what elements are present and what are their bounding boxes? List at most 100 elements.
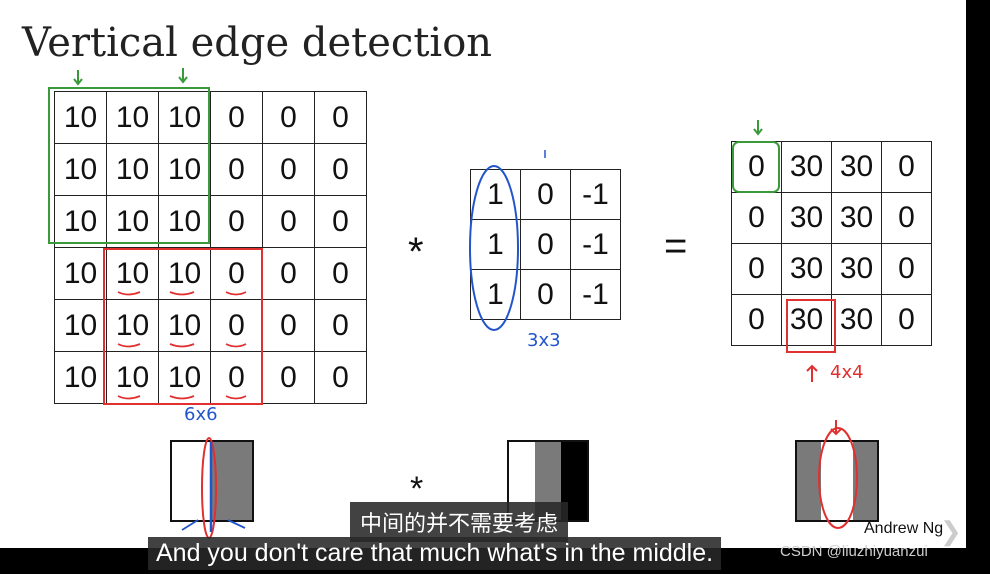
matrix-cell: 0 bbox=[314, 351, 367, 404]
green-arrow-icon bbox=[178, 68, 188, 84]
matrix-cell: -1 bbox=[570, 269, 621, 320]
matrix-cell: 0 bbox=[314, 143, 367, 196]
input-size-note: 6x6 bbox=[184, 404, 218, 425]
matrix-cell: 10 bbox=[106, 195, 159, 248]
matrix-cell: 0 bbox=[262, 351, 315, 404]
output-left-gray-band bbox=[797, 442, 821, 520]
matrix-cell: -1 bbox=[570, 219, 621, 270]
matrix-cell: 0 bbox=[314, 91, 367, 144]
filter-matrix: 1 0 -1 1 0 -1 1 0 -1 bbox=[470, 169, 621, 320]
input-image-visual bbox=[170, 440, 254, 522]
subtitle-english: And you don't care that much what's in t… bbox=[148, 537, 722, 570]
matrix-cell: 0 bbox=[881, 294, 932, 346]
output-size-note: 4x4 bbox=[830, 362, 864, 383]
matrix-cell: 0 bbox=[881, 141, 932, 193]
matrix-cell: 30 bbox=[831, 294, 882, 346]
matrix-row: 10 10 10 0 0 0 bbox=[54, 247, 367, 300]
matrix-cell: 10 bbox=[158, 143, 211, 196]
matrix-cell: 0 bbox=[210, 195, 263, 248]
matrix-cell: 30 bbox=[781, 243, 832, 295]
matrix-cell: 10 bbox=[54, 247, 107, 300]
matrix-cell: 10 bbox=[106, 299, 159, 352]
matrix-cell: 0 bbox=[262, 299, 315, 352]
matrix-cell: 1 bbox=[470, 269, 521, 320]
matrix-row: 0 30 30 0 bbox=[731, 141, 932, 193]
input-matrix: 10 10 10 0 0 0 10 10 10 0 0 0 10 10 10 0… bbox=[54, 91, 367, 404]
matrix-cell: 1 bbox=[470, 219, 521, 270]
equals-operator: = bbox=[664, 224, 688, 268]
red-arrow-icon bbox=[830, 420, 842, 436]
matrix-row: 1 0 -1 bbox=[470, 219, 621, 270]
matrix-cell: 30 bbox=[831, 141, 882, 193]
convolution-operator-visual: * bbox=[410, 470, 424, 508]
input-dark-band bbox=[212, 442, 252, 520]
matrix-cell: 0 bbox=[731, 243, 782, 295]
matrix-cell: 0 bbox=[262, 143, 315, 196]
matrix-cell: 10 bbox=[54, 351, 107, 404]
matrix-cell: 10 bbox=[158, 299, 211, 352]
matrix-cell: 10 bbox=[158, 91, 211, 144]
matrix-row: 0 30 30 0 bbox=[731, 192, 932, 244]
red-arrow-icon bbox=[806, 364, 818, 382]
subtitle-chinese: 中间的并不需要考虑 bbox=[350, 502, 569, 542]
output-image-visual bbox=[795, 440, 879, 522]
matrix-cell: 30 bbox=[831, 192, 882, 244]
matrix-row: 0 30 30 0 bbox=[731, 243, 932, 295]
matrix-cell: 0 bbox=[262, 247, 315, 300]
matrix-cell: 0 bbox=[731, 141, 782, 193]
matrix-cell: 30 bbox=[781, 294, 832, 346]
matrix-cell: 0 bbox=[314, 299, 367, 352]
matrix-cell: 1 bbox=[470, 169, 521, 220]
matrix-cell: 10 bbox=[106, 247, 159, 300]
matrix-cell: 0 bbox=[210, 143, 263, 196]
matrix-row: 10 10 10 0 0 0 bbox=[54, 143, 367, 196]
matrix-cell: 10 bbox=[54, 143, 107, 196]
matrix-cell: -1 bbox=[570, 169, 621, 220]
matrix-cell: 0 bbox=[520, 269, 571, 320]
convolution-operator: * bbox=[408, 230, 424, 274]
green-arrow-icon bbox=[73, 70, 83, 86]
filter-size-note: 3x3 bbox=[527, 330, 561, 351]
matrix-cell: 0 bbox=[210, 351, 263, 404]
slide: Vertical edge detection 10 10 10 0 0 0 1… bbox=[0, 0, 966, 548]
slide-title: Vertical edge detection bbox=[22, 20, 493, 66]
matrix-cell: 30 bbox=[781, 141, 832, 193]
matrix-cell: 10 bbox=[158, 247, 211, 300]
matrix-row: 0 30 30 0 bbox=[731, 294, 932, 346]
author-credit: Andrew Ng bbox=[864, 520, 944, 537]
matrix-cell: 10 bbox=[54, 91, 107, 144]
matrix-cell: 0 bbox=[881, 243, 932, 295]
matrix-cell: 0 bbox=[210, 91, 263, 144]
matrix-cell: 10 bbox=[54, 299, 107, 352]
matrix-cell: 10 bbox=[54, 195, 107, 248]
matrix-cell: 0 bbox=[210, 247, 263, 300]
matrix-cell: 0 bbox=[314, 247, 367, 300]
matrix-row: 10 10 10 0 0 0 bbox=[54, 91, 367, 144]
matrix-cell: 0 bbox=[314, 195, 367, 248]
matrix-row: 1 0 -1 bbox=[470, 169, 621, 220]
matrix-row: 1 0 -1 bbox=[470, 269, 621, 320]
matrix-cell: 10 bbox=[158, 195, 211, 248]
matrix-cell: 30 bbox=[781, 192, 832, 244]
watermark: CSDN @liuzhiyuanzui bbox=[780, 543, 928, 560]
matrix-cell: 0 bbox=[881, 192, 932, 244]
matrix-cell: 0 bbox=[262, 195, 315, 248]
matrix-cell: 30 bbox=[831, 243, 882, 295]
matrix-cell: 0 bbox=[731, 294, 782, 346]
matrix-cell: 0 bbox=[520, 219, 571, 270]
output-right-gray-band bbox=[853, 442, 877, 520]
matrix-cell: 10 bbox=[106, 143, 159, 196]
green-arrow-icon bbox=[753, 120, 763, 136]
player-corner-icon[interactable]: ❯ bbox=[940, 516, 962, 546]
matrix-row: 10 10 10 0 0 0 bbox=[54, 351, 367, 404]
matrix-row: 10 10 10 0 0 0 bbox=[54, 299, 367, 352]
matrix-cell: 0 bbox=[262, 91, 315, 144]
matrix-cell: 0 bbox=[520, 169, 571, 220]
input-light-band bbox=[172, 442, 212, 520]
matrix-cell: 0 bbox=[731, 192, 782, 244]
output-white-band bbox=[821, 442, 853, 520]
matrix-cell: 10 bbox=[106, 351, 159, 404]
matrix-cell: 10 bbox=[106, 91, 159, 144]
matrix-row: 10 10 10 0 0 0 bbox=[54, 195, 367, 248]
matrix-cell: 10 bbox=[158, 351, 211, 404]
